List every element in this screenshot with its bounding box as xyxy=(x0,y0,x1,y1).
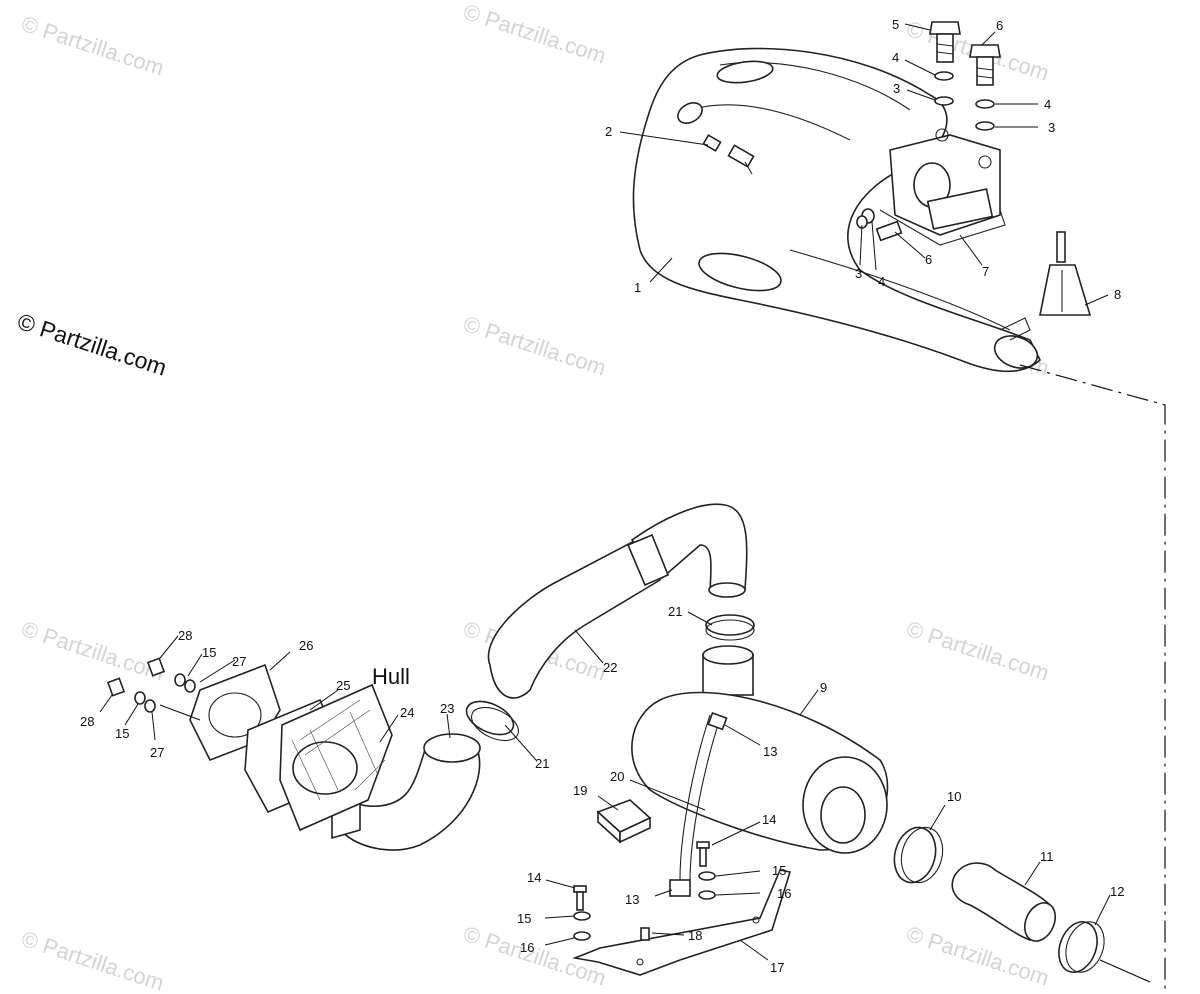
callout-8: 8 xyxy=(1114,287,1121,302)
callout-3: 3 xyxy=(893,81,900,96)
callout-4: 4 xyxy=(1044,97,1051,112)
callout-11: 11 xyxy=(1040,849,1054,864)
watermark: © Partzilla.com xyxy=(18,11,167,81)
callout-28: 28 xyxy=(80,714,94,729)
gasket-hatch xyxy=(291,699,386,801)
callout-13: 13 xyxy=(763,744,777,759)
callout-17: 17 xyxy=(770,960,784,975)
fasteners-lower xyxy=(573,841,716,941)
callout-3: 3 xyxy=(1048,120,1055,135)
callout-13: 13 xyxy=(625,892,639,907)
callout-9: 9 xyxy=(820,680,827,695)
temperature-fitting xyxy=(702,134,755,175)
callout-14: 14 xyxy=(762,812,776,827)
mounting-bracket xyxy=(1039,231,1092,316)
callout-23: 23 xyxy=(440,701,454,716)
callout-21: 21 xyxy=(535,756,549,771)
callout-7: 7 xyxy=(982,264,989,279)
callout-3: 3 xyxy=(855,266,862,281)
hull-label: Hull xyxy=(372,664,410,689)
hose-clamp-10 xyxy=(893,826,944,884)
callout-4: 4 xyxy=(878,274,885,289)
hose-clamp-upper xyxy=(705,614,755,641)
muffler xyxy=(631,645,889,854)
muffler-bracket xyxy=(572,869,792,976)
outlet-hose xyxy=(951,862,1057,942)
flange-bolts xyxy=(106,657,201,721)
callout-10: 10 xyxy=(947,789,961,804)
watermark: © Partzilla.com xyxy=(903,616,1052,686)
leader-lines xyxy=(99,23,1111,961)
callout-22: 22 xyxy=(603,660,617,675)
callout-1: 1 xyxy=(634,280,641,295)
callout-4: 4 xyxy=(892,50,899,65)
exhaust-hose xyxy=(487,503,748,699)
callout-18: 18 xyxy=(688,928,702,943)
watermark: © Partzilla.com xyxy=(18,616,167,686)
flange-gaskets xyxy=(189,663,393,832)
callout-27: 27 xyxy=(232,654,246,669)
callout-15: 15 xyxy=(202,645,216,660)
watermark: © Partzilla.com xyxy=(18,926,167,994)
callout-5: 5 xyxy=(892,17,899,32)
exhaust-manifold xyxy=(879,128,1006,246)
expansion-chamber xyxy=(632,47,1041,373)
callout-14: 14 xyxy=(527,870,541,885)
copyright-label: © Partzilla.com xyxy=(14,308,169,381)
callout-15: 15 xyxy=(772,863,786,878)
bolt-6-lower xyxy=(856,208,903,242)
callout-19: 19 xyxy=(573,783,587,798)
hose-clamp-lower xyxy=(465,700,519,742)
callout-2: 2 xyxy=(605,124,612,139)
callout-20: 20 xyxy=(610,769,624,784)
bolt-5 xyxy=(929,21,961,63)
callout-27: 27 xyxy=(150,745,164,760)
bolt-6-upper xyxy=(969,44,1001,86)
washers-upper xyxy=(934,71,995,131)
callout-24: 24 xyxy=(400,705,414,720)
muffler-strap xyxy=(669,711,728,897)
hose-clamp-12 xyxy=(1058,921,1105,973)
callout-28: 28 xyxy=(178,628,192,643)
callout-6: 6 xyxy=(925,252,932,267)
callout-16: 16 xyxy=(777,886,791,901)
callout-15: 15 xyxy=(517,911,531,926)
callout-labels: 1 2 5 6 4 3 4 3 3 4 6 7 8 9 13 10 11 12 … xyxy=(80,17,1124,975)
callout-6: 6 xyxy=(996,18,1003,33)
callout-25: 25 xyxy=(336,678,350,693)
callout-12: 12 xyxy=(1110,884,1124,899)
callout-21: 21 xyxy=(668,604,682,619)
routing-dash-line xyxy=(1019,364,1166,990)
exhaust-elbow xyxy=(331,733,481,851)
callout-15: 15 xyxy=(115,726,129,741)
callout-26: 26 xyxy=(299,638,313,653)
callout-16: 16 xyxy=(520,940,534,955)
foam-pad xyxy=(596,799,652,844)
watermark: © Partzilla.com xyxy=(460,311,609,381)
watermark: © Partzilla.com xyxy=(460,0,609,69)
